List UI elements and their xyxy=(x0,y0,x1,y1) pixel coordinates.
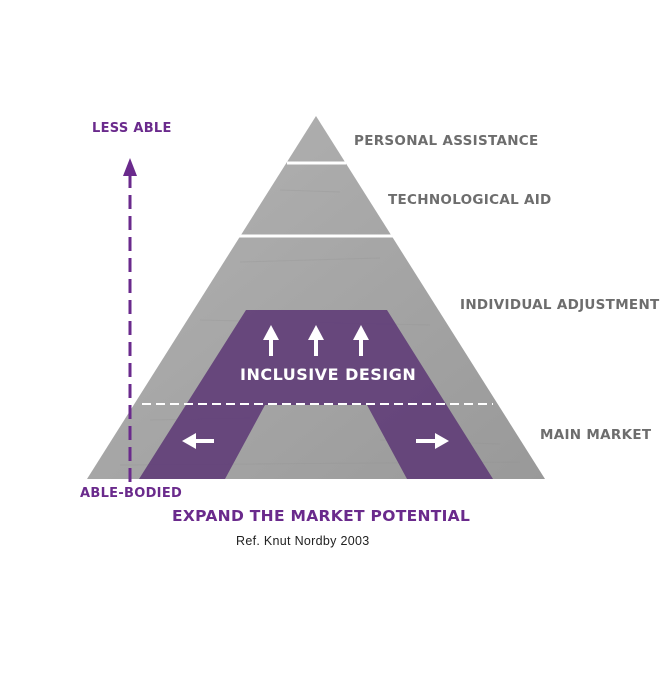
tier-label-technological-aid: TECHNOLOGICAL AID xyxy=(388,192,552,208)
axis-up-arrow-icon xyxy=(123,158,137,176)
up-arrow-icon xyxy=(353,325,369,356)
diagram-title: EXPAND THE MARKET POTENTIAL xyxy=(172,507,471,525)
tier-label-main-market: MAIN MARKET xyxy=(540,427,652,443)
left-arrow-icon xyxy=(182,433,214,449)
up-arrow-icon xyxy=(263,325,279,356)
inclusive-design-band xyxy=(139,310,493,479)
tier-label-personal-assistance: PERSONAL ASSISTANCE xyxy=(354,133,539,149)
reference-citation: Ref. Knut Nordby 2003 xyxy=(236,534,370,548)
axis-label-able-bodied: ABLE-BODIED xyxy=(80,486,183,501)
up-arrow-icon xyxy=(308,325,324,356)
axis-label-less-able: LESS ABLE xyxy=(92,121,172,136)
tier-label-individual-adjustment: INDIVIDUAL ADJUSTMENT xyxy=(460,297,660,313)
right-arrow-icon xyxy=(416,433,449,449)
inclusive-design-label: INCLUSIVE DESIGN xyxy=(240,365,417,384)
